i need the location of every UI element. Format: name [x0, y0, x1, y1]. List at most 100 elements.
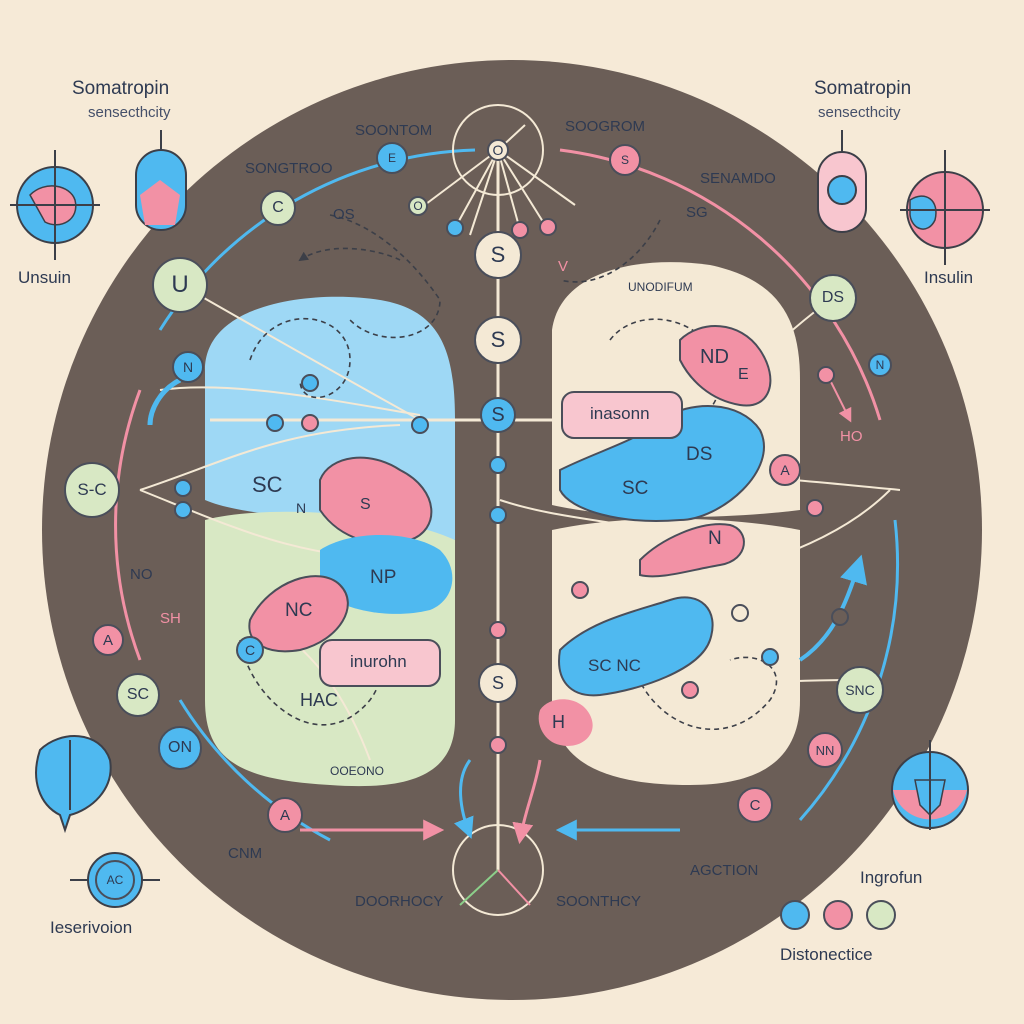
node-a-right: A — [769, 454, 801, 486]
box-inasonn: inasonn — [590, 404, 650, 423]
blob-nc — [248, 575, 349, 653]
right-subtitle: sensecthcity — [818, 104, 901, 121]
legend-blue-dot — [780, 900, 810, 930]
spoke — [459, 869, 499, 906]
blob-nd-extra: E — [738, 366, 749, 383]
globe-icon-right — [900, 150, 990, 265]
ring-label-top-left: SONGTROO — [245, 160, 333, 177]
blob-h-label: H — [552, 712, 565, 732]
spoke — [497, 149, 546, 226]
connector-dot — [571, 581, 589, 599]
node-nn: NN — [807, 732, 843, 768]
node-sc-left: S-C — [64, 462, 120, 518]
blob-np — [320, 535, 453, 614]
node-s3: S — [480, 397, 516, 433]
ring-label-v: V — [558, 258, 569, 275]
spoke — [454, 149, 499, 229]
spoke — [417, 149, 499, 211]
connector-dot — [266, 414, 284, 432]
arrow-blue-vertical — [454, 759, 474, 839]
connector-dot — [489, 506, 507, 524]
arrow-blue-left — [147, 377, 182, 426]
dashed-loop — [329, 214, 441, 339]
node-ac: AC — [95, 860, 135, 900]
node-ds: DS — [809, 274, 857, 322]
connector-dot — [301, 374, 319, 392]
node-s2: S — [474, 316, 522, 364]
thermometer-icon-left — [135, 130, 187, 231]
blob-n-right-label: N — [708, 528, 722, 549]
connector-dot — [731, 604, 749, 622]
label-leserion: Ieserivoion — [50, 918, 133, 937]
label-ingrofun: Ingrofun — [860, 868, 923, 887]
shield-icon — [891, 740, 969, 830]
blob-n-right — [639, 523, 745, 578]
node-c-top: C — [260, 190, 296, 226]
thermometer-icon-right — [817, 130, 867, 233]
blob-sc-nc — [558, 596, 714, 697]
lobe-bottom-left-caption: OOEONO — [330, 764, 385, 778]
arrow-pink-right — [829, 379, 852, 423]
blob-ds-label: DS — [686, 444, 713, 465]
label-distonectice: Distonectice — [780, 945, 873, 964]
connector-dot — [539, 218, 557, 236]
connector — [189, 289, 421, 421]
blob-sc-right-label: SC — [622, 478, 649, 499]
box-inurohn: inurohn — [350, 652, 407, 671]
connector-dot — [489, 621, 507, 639]
connector — [499, 499, 701, 541]
blob-h — [538, 699, 593, 746]
ring-label-mid-right: SG — [686, 204, 708, 221]
ring-label-top-center-right: SOOGROM — [565, 118, 646, 135]
connector-dot — [174, 479, 192, 497]
spoke — [497, 869, 531, 906]
lobe-bottom-left-label: HAC — [300, 690, 339, 710]
node-n-small: N — [172, 351, 204, 383]
connector — [139, 424, 401, 491]
blob-np-label: NP — [370, 567, 397, 588]
connector-dot — [761, 648, 779, 666]
left-subtitle: sensecthcity — [88, 104, 171, 121]
lobe-bottom-right-label: SC NC — [588, 656, 641, 675]
connector-dot — [817, 366, 835, 384]
spoke — [469, 149, 499, 236]
node-s4: S — [478, 663, 518, 703]
ring-label-sh: SH — [160, 610, 181, 627]
node-c-small: C — [236, 636, 264, 664]
spoke — [497, 149, 521, 231]
node-u: U — [152, 257, 208, 313]
node-snc: SNC — [836, 666, 884, 714]
ring-label-mid-left: OS — [333, 206, 355, 223]
ring-label-bottom-left: CNM — [228, 845, 263, 862]
right-title: Somatropin — [814, 78, 912, 99]
ring-label-bottom-center-left: DOORHOCY — [355, 893, 444, 910]
globe-icon-left — [10, 150, 100, 260]
node-n-top: N — [868, 353, 892, 377]
lobe-top-left-sub: N — [296, 500, 307, 516]
node-sc-low: SC — [116, 673, 160, 717]
connector-dot — [174, 501, 192, 519]
connector-dot — [301, 414, 319, 432]
bottom-hub — [452, 824, 544, 916]
connector-dot — [446, 219, 464, 237]
legend-green-dot — [866, 900, 896, 930]
box-inasonn-shape — [561, 391, 683, 439]
legend-pink-dot — [823, 900, 853, 930]
node-o-mid: O — [408, 196, 428, 216]
label-insulin: Insulin — [924, 268, 974, 287]
blob-nd-label: ND — [700, 346, 729, 368]
ring-label-ho: HO — [840, 428, 863, 445]
outer-ring-blue-bottomleft — [178, 699, 331, 842]
spoke — [497, 149, 576, 206]
dashed-loop — [249, 317, 351, 399]
node-e-top: E — [376, 142, 408, 174]
blob-nd — [679, 325, 772, 407]
box-inurohn-shape — [319, 639, 441, 687]
ring-label-bottom-right: AGCTION — [690, 862, 759, 879]
node-on: ON — [158, 726, 202, 770]
connector-dot — [831, 608, 849, 626]
connector — [159, 386, 421, 416]
node-s1: S — [474, 231, 522, 279]
